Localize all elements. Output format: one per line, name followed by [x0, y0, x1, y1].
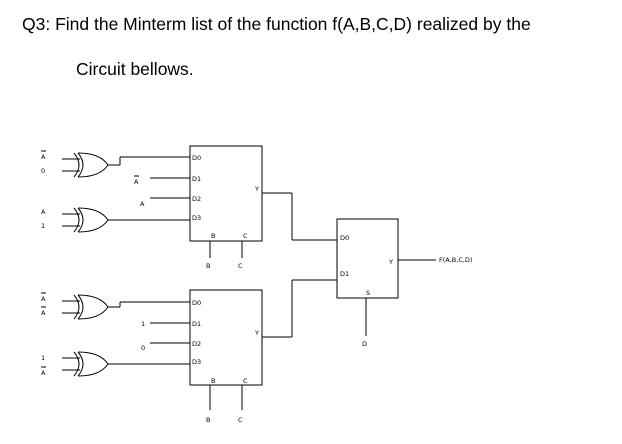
mux-final-output: Y [388, 258, 393, 266]
mux-bottom-box [189, 289, 263, 386]
mux-top-select-source-b: B [206, 262, 210, 270]
gate3-input-b-label: A [41, 309, 46, 317]
mux-bottom-input-d3: D3 [192, 358, 201, 366]
mux-top-const-d1: A [134, 178, 139, 186]
mux-top-box [189, 145, 263, 242]
gate3-input-a-label: A [41, 295, 46, 303]
gate4-input-a-label: 1 [41, 354, 45, 362]
question-line-2: Circuit bellows. [76, 59, 194, 79]
mux-final-select: S [366, 289, 370, 297]
mux-top-input-d1: D1 [192, 175, 201, 183]
mux-final-box [336, 218, 399, 299]
mux-bottom: D0 D1 D2 D3 B C Y 1 0 B C [141, 279, 337, 424]
mux-top: D0 D1 D2 D3 B C Y A A B C [134, 145, 337, 270]
mux-bottom-select-s0: C [243, 377, 248, 385]
gate2-input-b-label: 1 [41, 222, 45, 230]
mux-bottom-input-d0: D0 [192, 299, 201, 307]
xor-gate-1: A 0 [41, 150, 190, 178]
gate1-input-a-label: A [41, 153, 46, 161]
mux-bottom-select-source-b: B [206, 416, 210, 424]
mux-top-select-s1: B [211, 232, 215, 240]
mux-bottom-const-d1: 1 [141, 320, 145, 328]
xor-gate-2: A 1 [41, 207, 190, 233]
xor-gate-3: A A [41, 292, 190, 320]
question-line-1: Q3: Find the Minterm list of the functio… [22, 14, 531, 34]
xor-gate-4: 1 A [41, 351, 190, 377]
mux-final-input-d0: D0 [340, 234, 349, 242]
mux-bottom-select-source-c: C [238, 416, 243, 424]
gate4-input-b-label: A [41, 369, 46, 377]
mux-top-input-d2: D2 [192, 195, 201, 203]
mux-top-input-d3: D3 [192, 214, 201, 222]
gate2-input-a-label: A [41, 208, 46, 216]
mux-top-output: Y [254, 185, 259, 193]
mux-top-select-s0: C [243, 232, 248, 240]
mux-bottom-input-d2: D2 [192, 340, 201, 348]
mux-bottom-input-d1: D1 [192, 320, 201, 328]
mux-bottom-const-d2: 0 [141, 344, 145, 352]
gate1-input-b-label: 0 [41, 167, 45, 175]
mux-final-select-source: D [362, 340, 367, 348]
mux-bottom-select-s1: B [211, 377, 215, 385]
mux-final: D0 D1 S Y F(A,B,C,D) D [336, 218, 472, 348]
mux-top-input-d0: D0 [192, 154, 201, 162]
mux-top-const-d2: A [140, 200, 145, 208]
mux-top-select-source-c: C [238, 262, 243, 270]
mux-bottom-output: Y [254, 329, 259, 337]
mux-final-input-d1: D1 [340, 270, 349, 278]
function-output-label: F(A,B,C,D) [439, 256, 472, 264]
